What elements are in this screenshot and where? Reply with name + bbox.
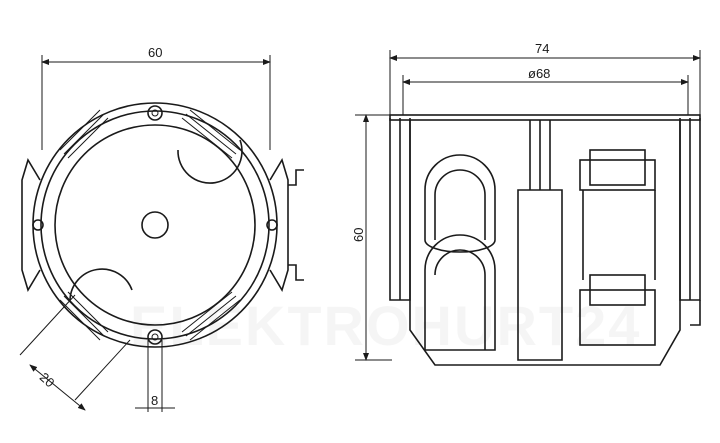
diameter-label: ø68 xyxy=(528,66,550,81)
height-dimension-label: 60 xyxy=(351,228,366,242)
width-dimension-label: 60 xyxy=(148,45,162,60)
tab-dimension-label: 8 xyxy=(151,393,158,408)
outer-width-label: 74 xyxy=(535,41,549,56)
front-view: 60 20 8 xyxy=(19,45,304,412)
inner-wall xyxy=(54,124,256,326)
watermark: ELEKTROHURT24 xyxy=(130,294,641,357)
center-hole xyxy=(141,211,169,239)
side-view: 74 ø68 60 xyxy=(351,41,701,366)
